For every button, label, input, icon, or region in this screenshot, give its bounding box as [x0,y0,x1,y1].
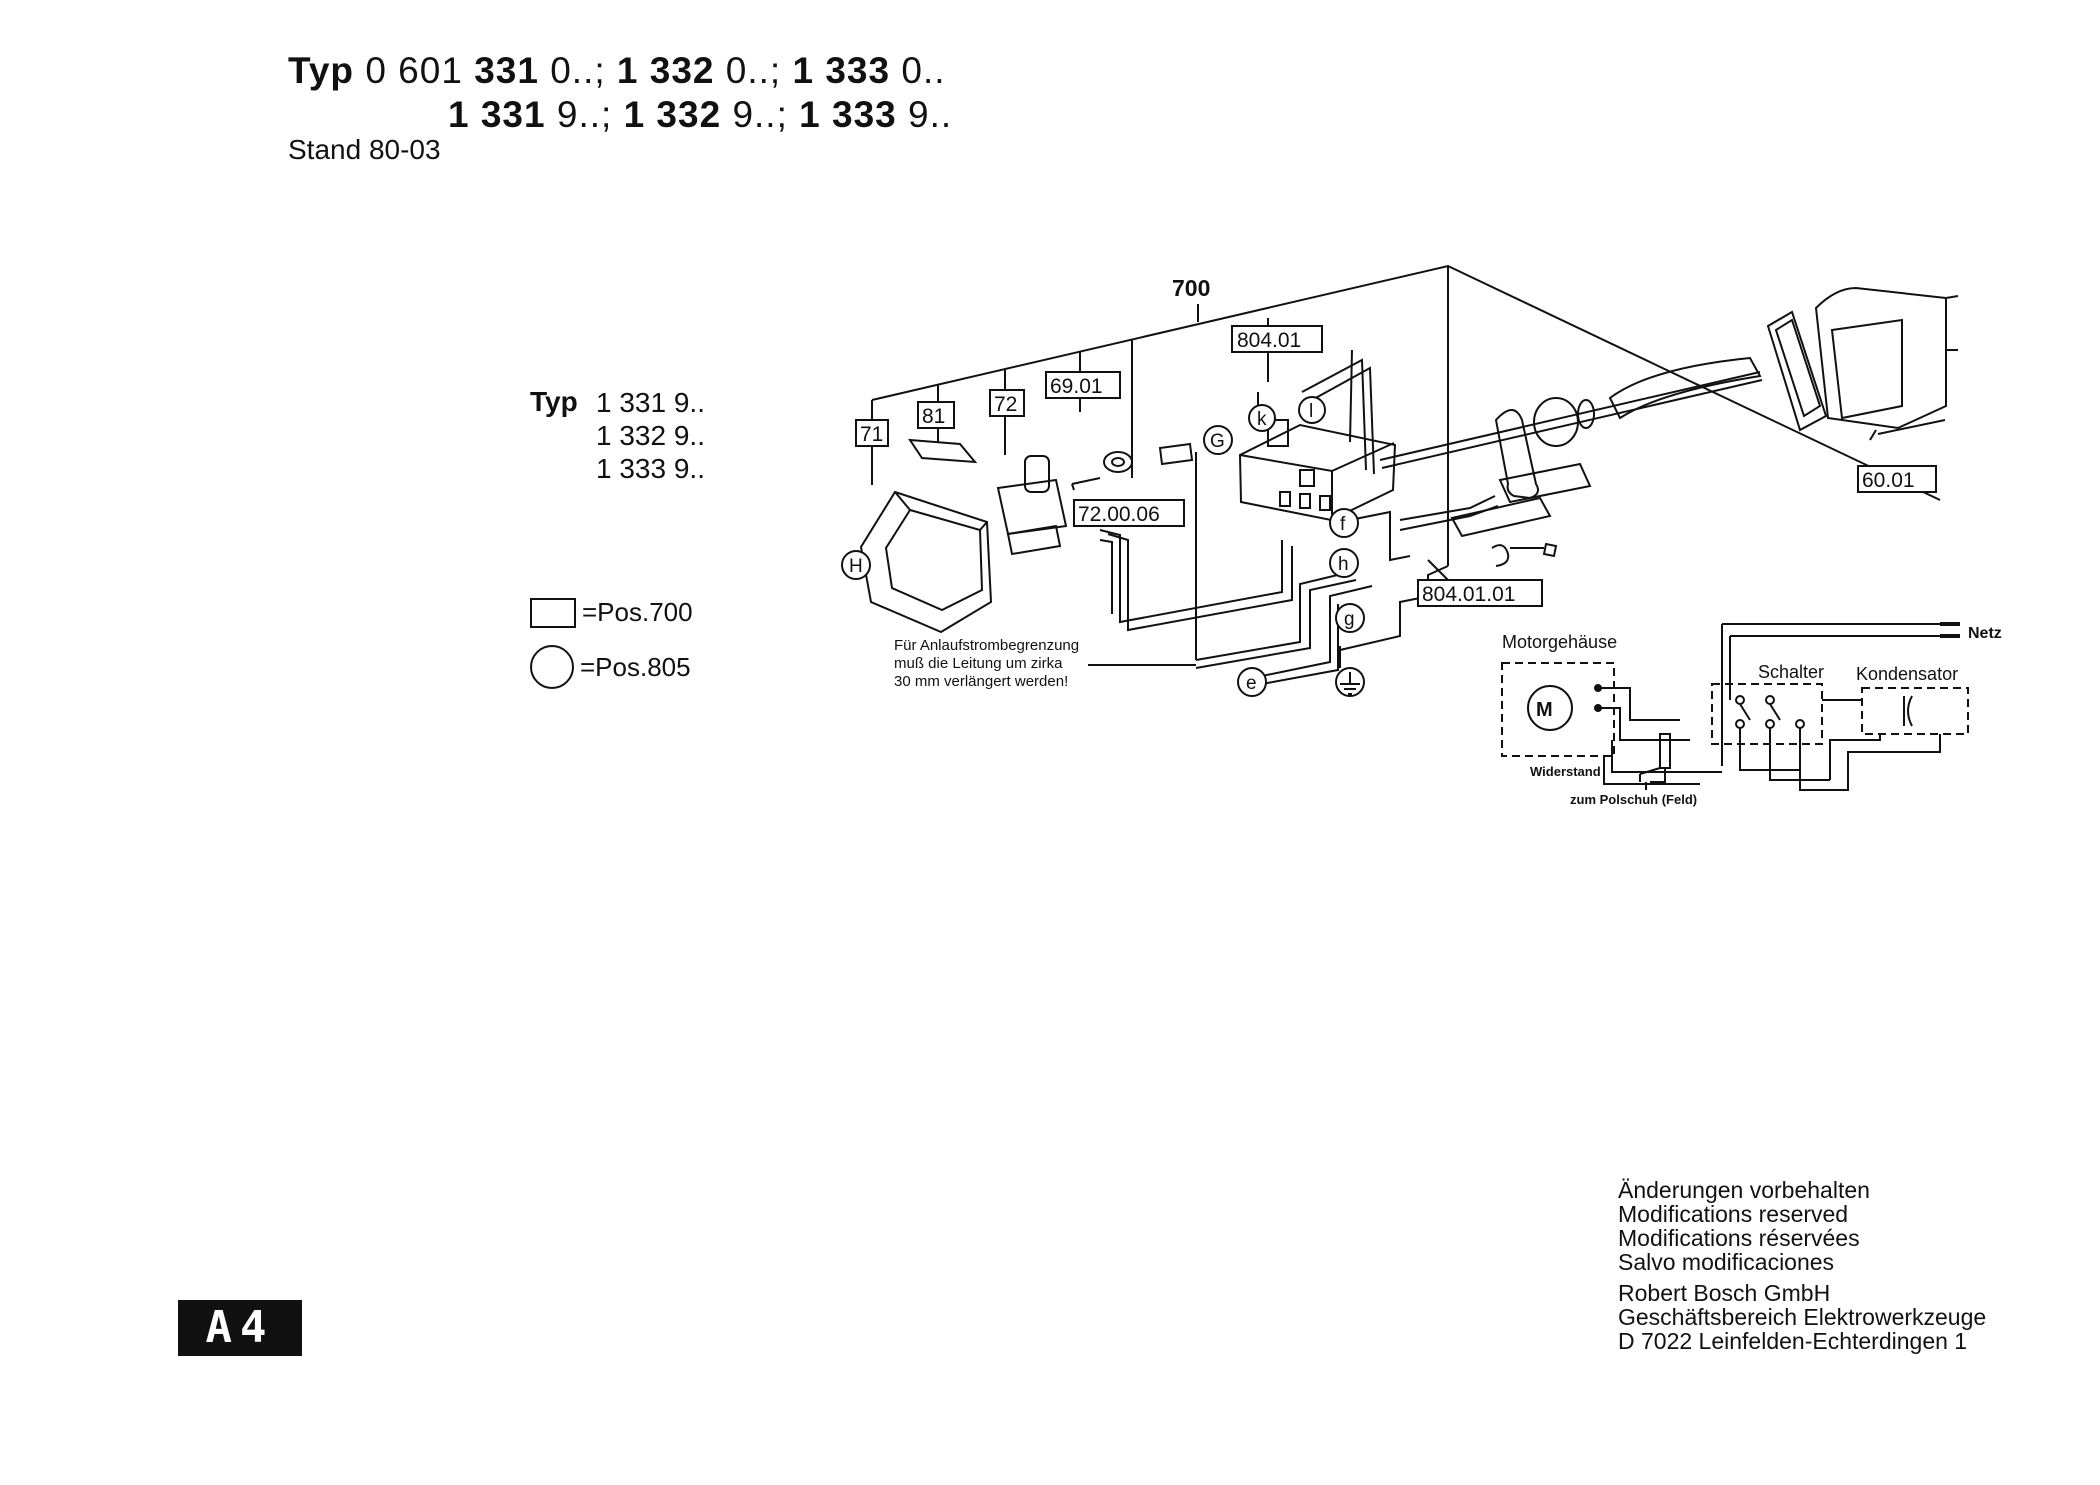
part-60-01: 60.01 [1862,469,1915,492]
type-line-1: Typ 0 601 331 0..; 1 332 0..; 1 333 0.. [288,52,946,89]
footer-note-line: Modifications reserved [1618,1201,1849,1228]
type-code: 9.. [908,94,953,135]
sub-typ-item: 1 332 9.. [596,420,705,451]
netz-label: Netz [1968,625,2002,642]
sub-typ-label: Typ [530,386,578,417]
schalter-label: Schalter [1758,662,1824,682]
motor-symbol: M [1536,699,1553,721]
type-line-2: 1 331 9..; 1 332 9..; 1 333 9.. [448,96,952,133]
circle-label-e: e [1246,673,1257,694]
wiring-note-line: Für Anlaufstrombegrenzung [894,637,1079,654]
legend-box-label: =Pos.700 [582,597,693,627]
legend-pos-700: =Pos.700 [530,597,693,628]
kondensator-label: Kondensator [1856,664,1958,684]
part-72: 72 [994,393,1017,416]
company-line: Geschäftsbereich Elektrowerkzeuge [1618,1303,1987,1330]
part-72-00-06: 72.00.06 [1078,503,1160,526]
type-code: 1 331 [448,94,546,135]
part-81: 81 [922,405,945,428]
footer-note-line: Änderungen vorbehalten [1618,1177,1870,1203]
legend-pos-805: =Pos.805 [530,645,691,689]
wiring-note-line: 30 mm verlängert werden! [894,673,1068,690]
type-code: 1 333 [799,94,897,135]
company-line: Robert Bosch GmbH [1618,1279,1831,1306]
type-code: 1 332 [616,50,715,91]
typ-label: Typ [288,50,355,91]
type-code: 0..; [550,50,606,91]
type-code: 9..; [556,94,613,135]
circle-label-g: g [1344,609,1355,630]
stand-date: Stand 80-03 [288,134,441,165]
circle-label-l: l [1309,401,1313,422]
part-69-01: 69.01 [1050,375,1103,398]
circle-label-h: h [1338,554,1349,575]
type-code: 331 [474,50,539,91]
part-71: 71 [860,423,883,446]
footer-notes: Änderungen vorbehalten Modifications res… [1618,1178,1986,1353]
footer-note-line: Modifications réservées [1618,1225,1860,1252]
circle-label-H: H [849,556,863,577]
legend-circle-label: =Pos.805 [580,651,691,682]
part-700: 700 [1172,275,1210,301]
sub-typ-item: 1 333 9.. [596,453,705,484]
circle-symbol-icon [530,645,574,689]
page-tag: A4 [178,1300,302,1356]
type-code: 0..; [725,50,782,91]
polschuh-label: zum Polschuh (Feld) [1570,792,1697,807]
type-code: 0 601 [365,50,463,91]
type-code: 1 332 [623,94,722,135]
motorgehaeuse-label: Motorgehäuse [1502,632,1617,652]
widerstand-label: Widerstand [1530,764,1601,779]
circle-label-k: k [1257,409,1267,430]
ground-icon [1340,672,1360,695]
company-line: D 7022 Leinfelden-Echterdingen 1 [1618,1327,1968,1354]
type-code: 0.. [901,50,946,91]
part-804-01: 804.01 [1237,329,1301,352]
footer-note-line: Salvo modificaciones [1618,1249,1835,1276]
circle-label-G: G [1210,431,1225,452]
wiring-note-line: muß die Leitung um zirka [894,655,1063,672]
circle-label-f: f [1340,514,1346,535]
type-code: 1 333 [792,50,891,91]
sub-typ-item: 1 331 9.. [596,387,705,418]
wiring-schematic [1501,622,1969,791]
box-symbol-icon [530,597,576,628]
part-804-01-01: 804.01.01 [1422,583,1515,606]
type-code: 9..; [732,94,788,135]
